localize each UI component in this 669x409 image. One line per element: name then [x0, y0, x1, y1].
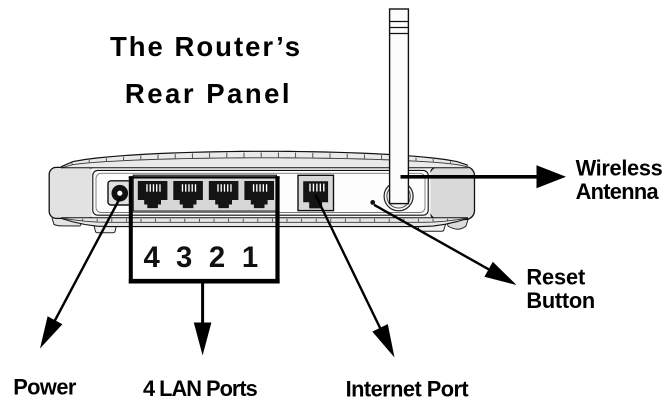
svg-text:The Router’s: The Router’s — [110, 31, 302, 62]
svg-text:Internet Port: Internet Port — [346, 376, 469, 401]
svg-text:Button: Button — [526, 288, 595, 313]
svg-text:4: 4 — [143, 241, 160, 274]
svg-text:1: 1 — [242, 241, 258, 274]
svg-text:Wireless: Wireless — [576, 155, 663, 180]
svg-text:Reset: Reset — [526, 264, 585, 289]
svg-text:2: 2 — [209, 241, 225, 274]
svg-text:Rear Panel: Rear Panel — [125, 78, 292, 109]
svg-text:4 LAN Ports: 4 LAN Ports — [143, 376, 258, 401]
svg-text:Power: Power — [13, 374, 77, 399]
svg-text:3: 3 — [176, 241, 192, 274]
svg-text:Antenna: Antenna — [576, 179, 660, 204]
